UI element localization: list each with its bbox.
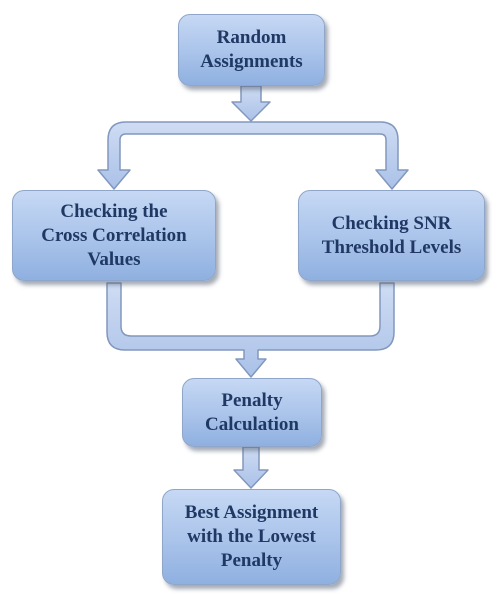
node-label-line: Checking SNR	[331, 212, 452, 234]
node-label-line: Threshold Levels	[321, 236, 462, 258]
merge-pipe	[106, 282, 395, 378]
arrow-random-down	[231, 85, 271, 122]
node-label-line: Random	[216, 27, 287, 48]
node-best-assignment: Best Assignment with the Lowest Penalty	[162, 489, 341, 585]
node-label-line: with the Lowest	[187, 526, 316, 547]
node-label-line: Values	[87, 248, 141, 270]
node-label-line: Calculation	[205, 413, 299, 435]
arrow-penalty-to-best	[233, 446, 269, 489]
arrow-to-cross-correlation	[97, 121, 409, 190]
node-snr-threshold: Checking SNR Threshold Levels	[298, 190, 485, 281]
node-label-line: Penalty	[220, 550, 283, 571]
node-label-line: Penalty	[221, 389, 283, 411]
node-penalty-calculation: Penalty Calculation	[182, 378, 322, 447]
node-label-line: Checking the	[60, 200, 168, 222]
node-random-assignments: Random Assignments	[178, 14, 325, 86]
node-cross-correlation: Checking the Cross Correlation Values	[12, 190, 216, 281]
node-label-line: Cross Correlation	[41, 224, 187, 246]
node-label-line: Best Assignment	[184, 502, 319, 523]
connector-split	[231, 85, 271, 122]
node-label-line: Assignments	[200, 51, 303, 72]
